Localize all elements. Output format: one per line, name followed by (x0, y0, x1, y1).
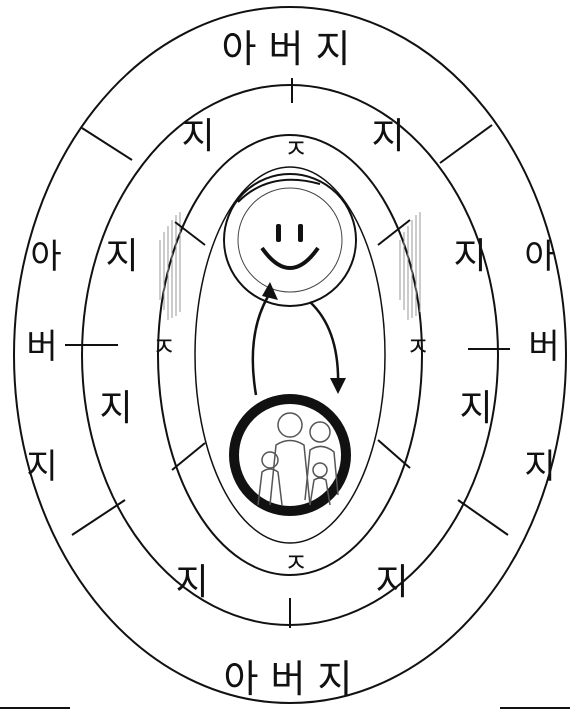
outer-left-label-2: 버 (26, 327, 57, 367)
middle-top-right-label: 지 (371, 116, 404, 157)
family-group-icon (234, 399, 346, 511)
outer-right-label-2: 버 (528, 327, 559, 367)
outer-left-label-3: 지 (26, 447, 57, 487)
smiley-face-icon (224, 174, 356, 306)
middle-bottom-left-label: 지 (175, 562, 208, 603)
outer-bottom-label: 아 버 지 (223, 657, 352, 701)
middle-left-lower-label: 지 (99, 388, 132, 429)
middle-bottom-right-label: 지 (375, 562, 408, 603)
middle-ellipse (82, 85, 498, 625)
middle-right-upper-label: 지 (453, 236, 486, 277)
middle-top-left-label: 지 (181, 116, 214, 157)
inner-right-label: ㅈ (406, 333, 430, 363)
inner-top-label: ㅈ (284, 135, 308, 165)
outer-right-label-1: 아 (524, 237, 555, 277)
inner-left-label: ㅈ (152, 333, 176, 363)
outer-top-label: 아 버 지 (221, 27, 350, 71)
core-ellipse (195, 167, 385, 543)
middle-right-lower-label: 지 (459, 388, 492, 429)
arrow-down-head (330, 378, 346, 394)
outer-left-label-1: 아 (30, 237, 61, 277)
inner-bottom-label: ㅈ (284, 549, 308, 579)
outer-right-label-3: 지 (524, 447, 555, 487)
middle-left-upper-label: 지 (105, 236, 138, 277)
